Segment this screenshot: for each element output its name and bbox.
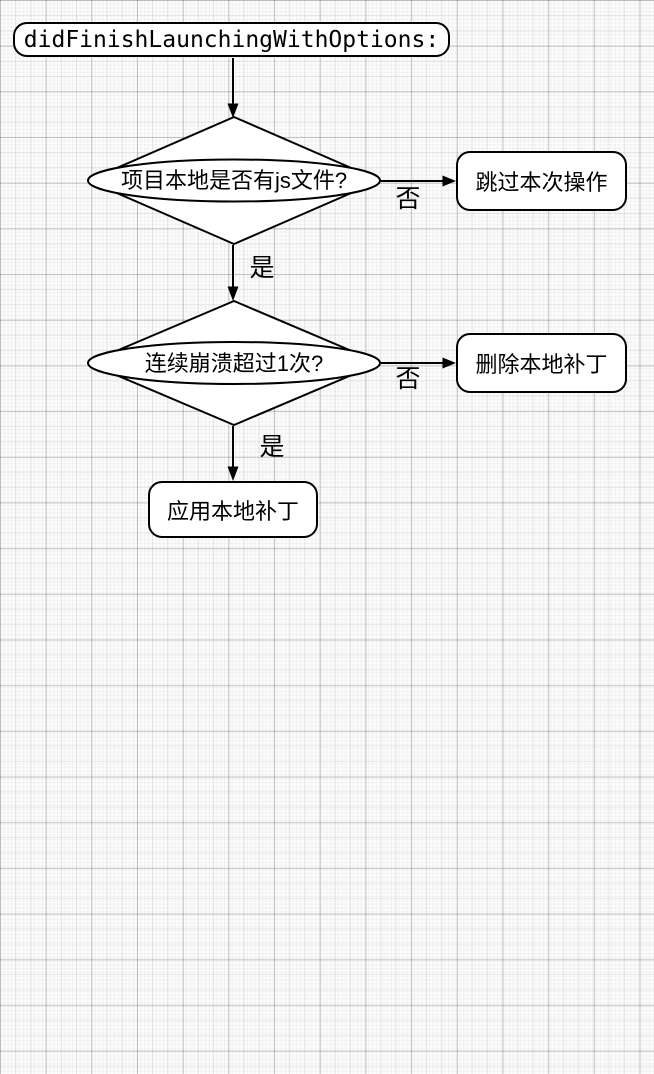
arrowhead-decision1-yes — [227, 286, 239, 301]
action-node-skip-operation: 跳过本次操作 — [456, 151, 627, 211]
arrowhead-decision2-yes — [227, 466, 239, 481]
action-node-delete-local-patch: 删除本地补丁 — [456, 333, 627, 393]
decision2-ellipse — [87, 341, 381, 385]
decision1-ellipse — [87, 158, 381, 203]
edge-label-yes-1: 是 — [249, 254, 275, 282]
start-node: didFinishLaunchingWithOptions: — [13, 22, 450, 57]
edge-label-no-1: 否 — [395, 185, 421, 213]
action-node-apply-local-patch: 应用本地补丁 — [148, 481, 318, 538]
edge-label-yes-2: 是 — [259, 433, 285, 461]
decision2-label: 连续崩溃超过1次? — [144, 351, 324, 376]
arrowhead-decision2-no — [442, 357, 456, 369]
decision1-label: 项目本地是否有js文件? — [120, 168, 348, 193]
arrowhead-start-to-decision1 — [227, 103, 239, 118]
edge-label-no-2: 否 — [395, 365, 421, 393]
arrowhead-decision1-no — [442, 175, 456, 187]
